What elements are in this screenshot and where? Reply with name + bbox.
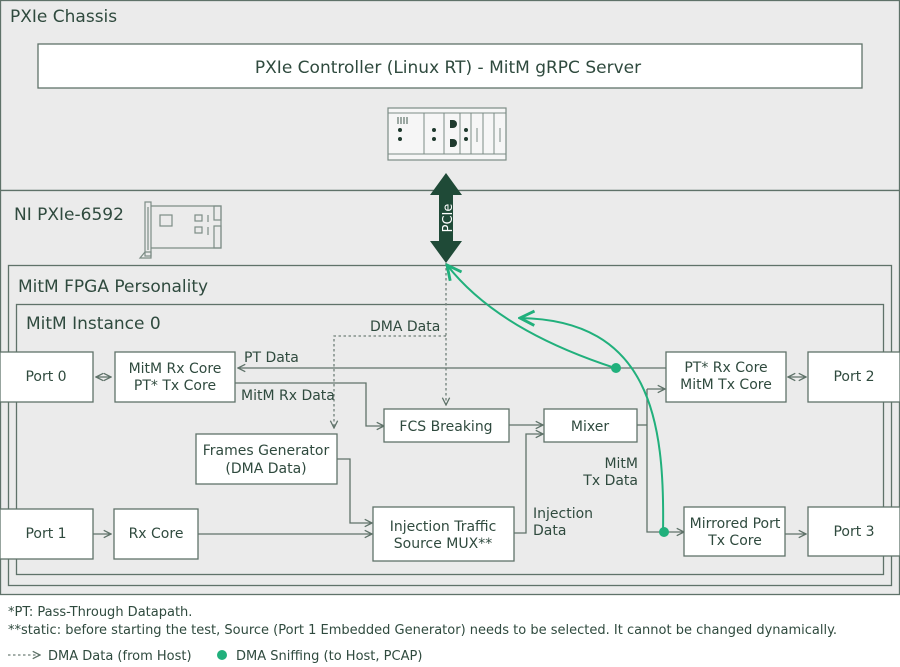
svg-text:Tx Core: Tx Core — [707, 533, 762, 549]
svg-text:PT* Tx Core: PT* Tx Core — [134, 378, 216, 394]
port2-block: Port 2 — [807, 351, 900, 403]
svg-text:Port 1: Port 1 — [25, 526, 66, 542]
svg-text:Port 0: Port 0 — [25, 369, 66, 385]
port3-block: Port 3 — [807, 506, 900, 557]
legend: DMA Data (from Host) DMA Sniffing (to Ho… — [8, 649, 422, 664]
svg-text:FCS Breaking: FCS Breaking — [399, 419, 492, 435]
rx-core-block: Rx Core — [113, 508, 199, 560]
footnote-static: **static: before starting the test, Sour… — [8, 623, 837, 638]
port0-block: Port 0 — [0, 351, 94, 403]
pxi-card-icon — [138, 201, 222, 259]
injection-data-line — [514, 434, 543, 534]
legend-dma-from-host: DMA Data (from Host) — [48, 649, 192, 664]
pcie-bus-arrow — [430, 173, 462, 263]
mirrored-port-block: Mirrored Port Tx Core — [683, 506, 786, 557]
fpga-title: MitM FPGA Personality — [18, 277, 208, 297]
svg-text:Injection Traffic: Injection Traffic — [390, 519, 497, 535]
svg-text:Frames Generator: Frames Generator — [203, 443, 330, 459]
chassis-title: PXIe Chassis — [10, 7, 117, 27]
mitm-rx-data-label: MitM Rx Data — [241, 388, 335, 404]
sniff-point-pt — [611, 363, 621, 373]
port1-block: Port 1 — [0, 508, 94, 560]
svg-text:Rx Core: Rx Core — [129, 526, 184, 542]
svg-text:PT* Rx Core: PT* Rx Core — [684, 360, 767, 376]
pxie-chassis-frame — [0, 0, 900, 192]
chassis-hardware-icon — [387, 107, 507, 161]
svg-text:Source MUX**: Source MUX** — [394, 536, 492, 552]
legend-dma-sniffing: DMA Sniffing (to Host, PCAP) — [236, 649, 422, 664]
green-dot-icon — [217, 650, 227, 660]
sniff-pt-curve — [447, 265, 616, 369]
injection-data-label-1: Injection — [533, 506, 593, 522]
injection-mux-block: Injection Traffic Source MUX** — [372, 506, 515, 562]
svg-text:Mixer: Mixer — [571, 419, 609, 435]
mitm-rx-core-block: MitM Rx Core PT* Tx Core — [114, 351, 236, 403]
fcs-breaking-block: FCS Breaking — [383, 408, 510, 443]
dma-to-frames-line — [334, 335, 446, 428]
sniff-point-mirror — [659, 527, 669, 537]
mitm-tx-data-label-2: Tx Data — [582, 473, 638, 489]
sniff-mirror-curve — [520, 318, 665, 533]
svg-text:Mirrored Port: Mirrored Port — [690, 516, 781, 532]
pt-rx-core-block: PT* Rx Core MitM Tx Core — [665, 351, 787, 403]
pt-data-label: PT Data — [244, 350, 299, 366]
footnote-pt: *PT: Pass-Through Datapath. — [8, 605, 192, 620]
injection-data-label-2: Data — [533, 523, 566, 539]
svg-text:(DMA Data): (DMA Data) — [225, 461, 306, 477]
instance-title: MitM Instance 0 — [26, 314, 161, 334]
mitm-tx-data-line — [646, 389, 684, 532]
controller-label: PXIe Controller (Linux RT) - MitM gRPC S… — [255, 58, 641, 78]
mitm-tx-data-label-1: MitM — [604, 456, 638, 472]
frames-generator-block: Frames Generator (DMA Data) — [195, 433, 338, 485]
svg-text:MitM Rx Core: MitM Rx Core — [129, 361, 222, 377]
svg-text:Port 2: Port 2 — [833, 369, 874, 385]
svg-text:MitM Tx Core: MitM Tx Core — [680, 377, 772, 393]
dma-data-label: DMA Data — [370, 319, 440, 335]
controller-box — [37, 43, 863, 89]
pcie-label: PCIe — [441, 204, 456, 233]
mitm-rx-data-line — [235, 382, 384, 426]
svg-text:Port 3: Port 3 — [833, 524, 874, 540]
mixer-block: Mixer — [543, 408, 638, 443]
card-title: NI PXIe-6592 — [14, 205, 124, 225]
frames-to-mux-line — [337, 458, 372, 523]
